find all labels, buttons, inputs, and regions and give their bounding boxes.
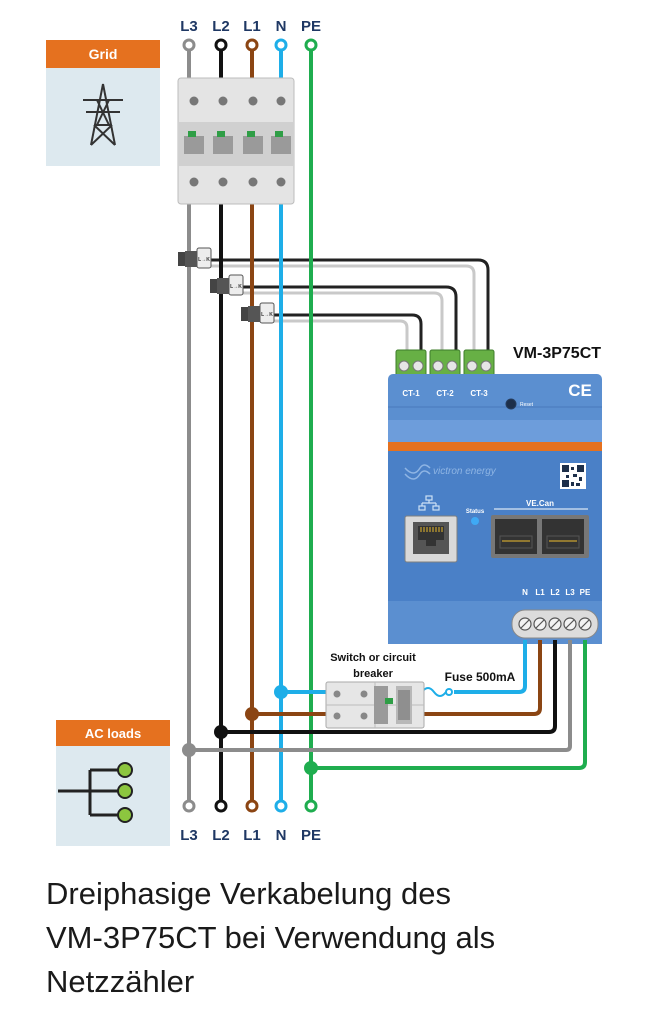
junction-dots: [182, 685, 318, 775]
ct-clamp-text-l3: L→K: [198, 257, 210, 263]
wire-measure-l3: [189, 640, 572, 752]
ct-clamp-text-l2: L→K: [230, 284, 242, 290]
terminal-label-l3: L3: [565, 588, 575, 597]
switch-label-line1: Switch or circuit: [330, 652, 416, 664]
caption-line-1: Dreiphasige Verkabelung des: [46, 876, 451, 911]
ct-label-1: CT-1: [402, 389, 420, 398]
top-label-pe: PE: [301, 18, 321, 35]
measurement-wires: [189, 640, 587, 770]
vecan-label: VE.Can: [526, 499, 554, 508]
ct-clamp-l3: L→K: [178, 247, 212, 269]
vecan-ports: [491, 515, 589, 558]
qr-code-icon: [560, 463, 586, 489]
reset-button: [505, 398, 517, 410]
ce-mark: CE: [568, 381, 592, 400]
fuse-label: Fuse 500mA: [445, 670, 516, 684]
wire-end-terminals: [182, 38, 318, 813]
pylon-icon: [83, 83, 123, 146]
terminal-label-n: N: [522, 588, 528, 597]
switch-breaker: Switch or circuit breaker: [325, 652, 425, 729]
bottom-label-l2: L2: [212, 827, 230, 844]
bottom-label-n: N: [276, 827, 287, 844]
bottom-label-pe: PE: [301, 827, 321, 844]
victron-logo-icon: [404, 464, 431, 480]
wire-measure-l2: [221, 640, 557, 734]
bottom-label-l3: L3: [180, 827, 198, 844]
top-label-n: N: [276, 18, 287, 35]
reset-label: Reset: [520, 402, 534, 408]
vm-3p75ct-device: VM-3P75CT CT-1 CT-2 CT-3 CE Reset victro…: [388, 345, 602, 644]
ac-loads-box: AC loads: [56, 720, 170, 846]
ethernet-icon: [418, 495, 440, 511]
ct-label-2: CT-2: [436, 389, 454, 398]
wire-measure-pe: [311, 640, 587, 770]
device-model-label: VM-3P75CT: [513, 345, 601, 362]
ct-clamps: L→K L→K L→K: [178, 247, 275, 324]
status-label: Status: [466, 509, 485, 515]
grid-title: Grid: [89, 46, 118, 62]
caption-line-2: VM-3P75CT bei Verwendung als: [46, 920, 496, 955]
terminal-label-l2: L2: [550, 588, 560, 597]
ct-label-3: CT-3: [470, 389, 488, 398]
load-tree-icon: [58, 768, 118, 817]
terminal-label-pe: PE: [580, 588, 591, 597]
terminal-strip: [511, 609, 599, 639]
terminal-label-l1: L1: [535, 588, 545, 597]
main-breaker: [177, 77, 295, 205]
switch-label-line2: breaker: [353, 668, 393, 680]
wire-measure-n: [281, 640, 527, 694]
caption-line-3: Netzzähler: [46, 964, 195, 999]
ct-sense-wires: [200, 258, 490, 355]
top-label-l1: L1: [243, 18, 261, 35]
top-label-l2: L2: [212, 18, 230, 35]
ct-clamp-l1: L→K: [241, 302, 275, 324]
caption: Dreiphasige Verkabelung des VM-3P75CT be…: [46, 872, 636, 1004]
ethernet-port: [404, 515, 458, 563]
ct-terminal-blocks: [395, 349, 495, 377]
bottom-label-l1: L1: [243, 827, 261, 844]
ct-clamp-text-l1: L→K: [261, 312, 273, 318]
brand-label: victron energy: [433, 466, 497, 477]
grid-box: Grid: [46, 40, 160, 166]
ac-loads-title: AC loads: [85, 726, 141, 741]
wire-measure-l1: [252, 640, 542, 716]
status-led: [471, 517, 479, 525]
top-label-l3: L3: [180, 18, 198, 35]
ct-clamp-l2: L→K: [210, 274, 244, 296]
